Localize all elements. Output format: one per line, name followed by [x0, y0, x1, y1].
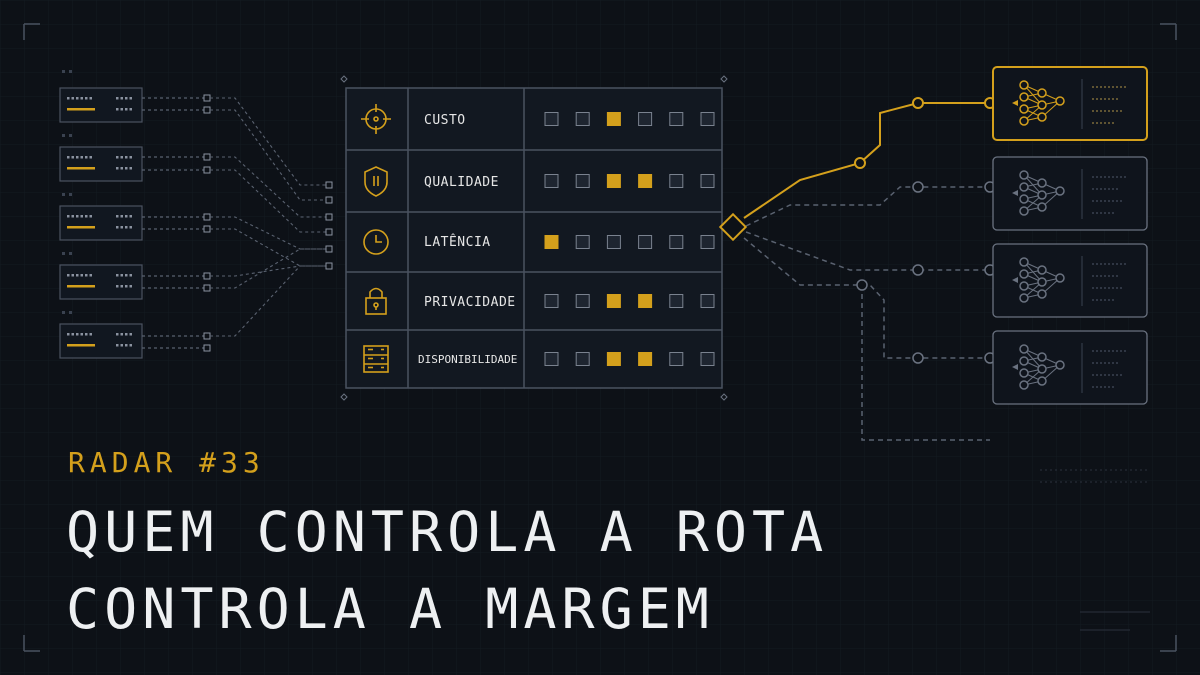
model-card-active: [992, 66, 1148, 141]
port-square: [203, 106, 211, 114]
score-square-filled: [606, 112, 621, 126]
route-2: [745, 186, 990, 227]
score-square-empty: [638, 235, 653, 249]
clock-icon: [363, 229, 389, 255]
score-square-empty: [700, 235, 715, 249]
score-square-empty: [700, 112, 715, 126]
shield-icon: [364, 166, 388, 197]
model-card: [992, 330, 1148, 405]
criterion-label-disponibilidade: DISPONIBILIDADE: [418, 352, 518, 366]
score-square-filled: [606, 352, 621, 366]
model-card: [992, 243, 1148, 318]
connector-line: [210, 248, 326, 289]
connector-line: [210, 265, 326, 337]
score-square-empty: [669, 112, 684, 126]
criterion-label-qualidade: QUALIDADE: [424, 174, 499, 190]
score-square-empty: [669, 235, 684, 249]
port-square: [203, 213, 211, 221]
decorative-dots: [62, 70, 72, 314]
port-square: [203, 225, 211, 233]
client-card: [59, 205, 143, 241]
issue-label: RADAR #33: [68, 446, 265, 479]
port-square: [203, 284, 211, 292]
score-square-empty: [544, 352, 559, 366]
port-square: [203, 94, 211, 102]
score-square-filled: [638, 294, 653, 308]
client-card: [59, 87, 143, 123]
port-square: [325, 181, 333, 189]
client-cards: [59, 87, 143, 359]
score-square-filled: [544, 235, 559, 249]
route-5: [861, 285, 990, 441]
connector-line: [210, 156, 326, 218]
port-square: [203, 272, 211, 280]
port-square: [203, 332, 211, 340]
port-square: [325, 213, 333, 221]
criterion-label-latencia: LATÊNCIA: [424, 234, 491, 250]
criterion-label-privacidade: PRIVACIDADE: [424, 294, 516, 310]
score-square-empty: [700, 174, 715, 188]
score-square-empty: [544, 112, 559, 126]
score-square-empty: [575, 352, 590, 366]
port-square: [325, 228, 333, 236]
router-node-icon: [718, 212, 748, 242]
panel-corner-marks: [340, 75, 728, 401]
routing-panel: [340, 75, 728, 401]
frame-corners: [23, 23, 1177, 652]
model-card: [992, 156, 1148, 231]
port-square: [203, 153, 211, 161]
route-nodes: [854, 97, 996, 364]
headline-line-1: QUEM CONTROLA A ROTA: [66, 500, 829, 564]
criterion-label-custo: CUSTO: [424, 112, 466, 128]
port-square: [325, 196, 333, 204]
score-square-filled: [638, 352, 653, 366]
decorative-marks: [1040, 469, 1150, 631]
score-square-empty: [544, 294, 559, 308]
score-square-filled: [638, 174, 653, 188]
score-square-empty: [700, 294, 715, 308]
model-cards: [992, 66, 1148, 405]
client-card: [59, 323, 143, 359]
connector-line: [210, 109, 326, 201]
crosshair-icon: [361, 104, 391, 134]
score-square-empty: [700, 352, 715, 366]
headline-line-2: CONTROLA A MARGEM: [66, 577, 714, 641]
route-3: [745, 231, 990, 271]
port-square: [325, 262, 333, 270]
score-square-filled: [606, 294, 621, 308]
client-card: [59, 146, 143, 182]
padlock-icon: [365, 287, 387, 315]
score-square-empty: [575, 294, 590, 308]
score-square-empty: [606, 235, 621, 249]
score-square-empty: [544, 174, 559, 188]
connector-line: [210, 216, 326, 250]
left-connectors: [142, 94, 333, 352]
client-card: [59, 264, 143, 300]
connector-line: [210, 169, 326, 233]
score-square-empty: [575, 174, 590, 188]
port-square: [203, 166, 211, 174]
score-square-empty: [669, 352, 684, 366]
score-square-empty: [669, 294, 684, 308]
route-4: [743, 237, 990, 359]
score-square-empty: [669, 174, 684, 188]
port-square: [325, 245, 333, 253]
score-square-empty: [575, 235, 590, 249]
score-square-empty: [638, 112, 653, 126]
connector-line: [210, 97, 326, 186]
connector-line: [210, 228, 326, 267]
score-square-filled: [606, 174, 621, 188]
score-square-empty: [575, 112, 590, 126]
server-icon: [363, 345, 389, 373]
port-square: [203, 344, 211, 352]
